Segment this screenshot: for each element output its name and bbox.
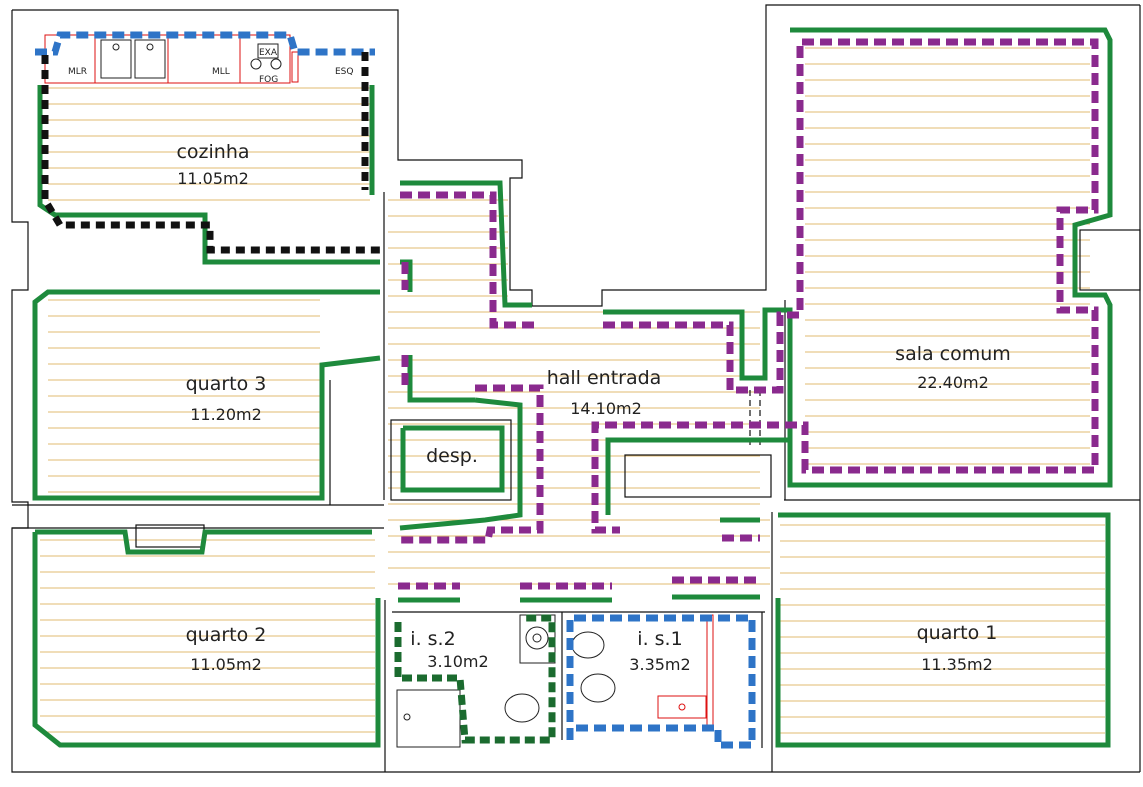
room-area-quarto2: 11.05m2 [190, 655, 262, 674]
room-area-quarto3: 11.20m2 [190, 405, 262, 424]
room-area-cozinha: 11.05m2 [177, 169, 249, 188]
room-area-sala: 22.40m2 [917, 373, 989, 392]
room-name-cozinha: cozinha [176, 141, 249, 163]
room-name-quarto2: quarto 2 [186, 624, 267, 646]
room-name-sala: sala comum [895, 343, 1011, 365]
label-mlr: MLR [68, 67, 87, 77]
green-outlines [32, 27, 1113, 748]
floor-boards [40, 47, 1105, 734]
darkgreen-dashes [394, 614, 556, 744]
room-name-quarto3: quarto 3 [186, 373, 267, 395]
room-area-hall: 14.10m2 [570, 399, 642, 418]
walls [11, 4, 1141, 773]
label-exa: EXA [259, 48, 278, 58]
label-mll: MLL [212, 67, 230, 77]
room-area-is2: 3.10m2 [427, 652, 488, 671]
purple-dashes [398, 38, 1099, 590]
label-fog: FOG [259, 75, 278, 85]
black-dashes [41, 52, 380, 254]
room-name-is2: i. s.2 [410, 628, 455, 650]
room-name-hall: hall entrada [547, 367, 662, 389]
room-area-is1: 3.35m2 [629, 655, 690, 674]
label-esq: ESQ [335, 67, 353, 77]
room-name-quarto1: quarto 1 [917, 622, 998, 644]
room-area-quarto1: 11.35m2 [921, 655, 993, 674]
room-name-is1: i. s.1 [637, 628, 682, 650]
room-name-desp: desp. [426, 445, 478, 467]
blue-dashes [35, 31, 756, 749]
